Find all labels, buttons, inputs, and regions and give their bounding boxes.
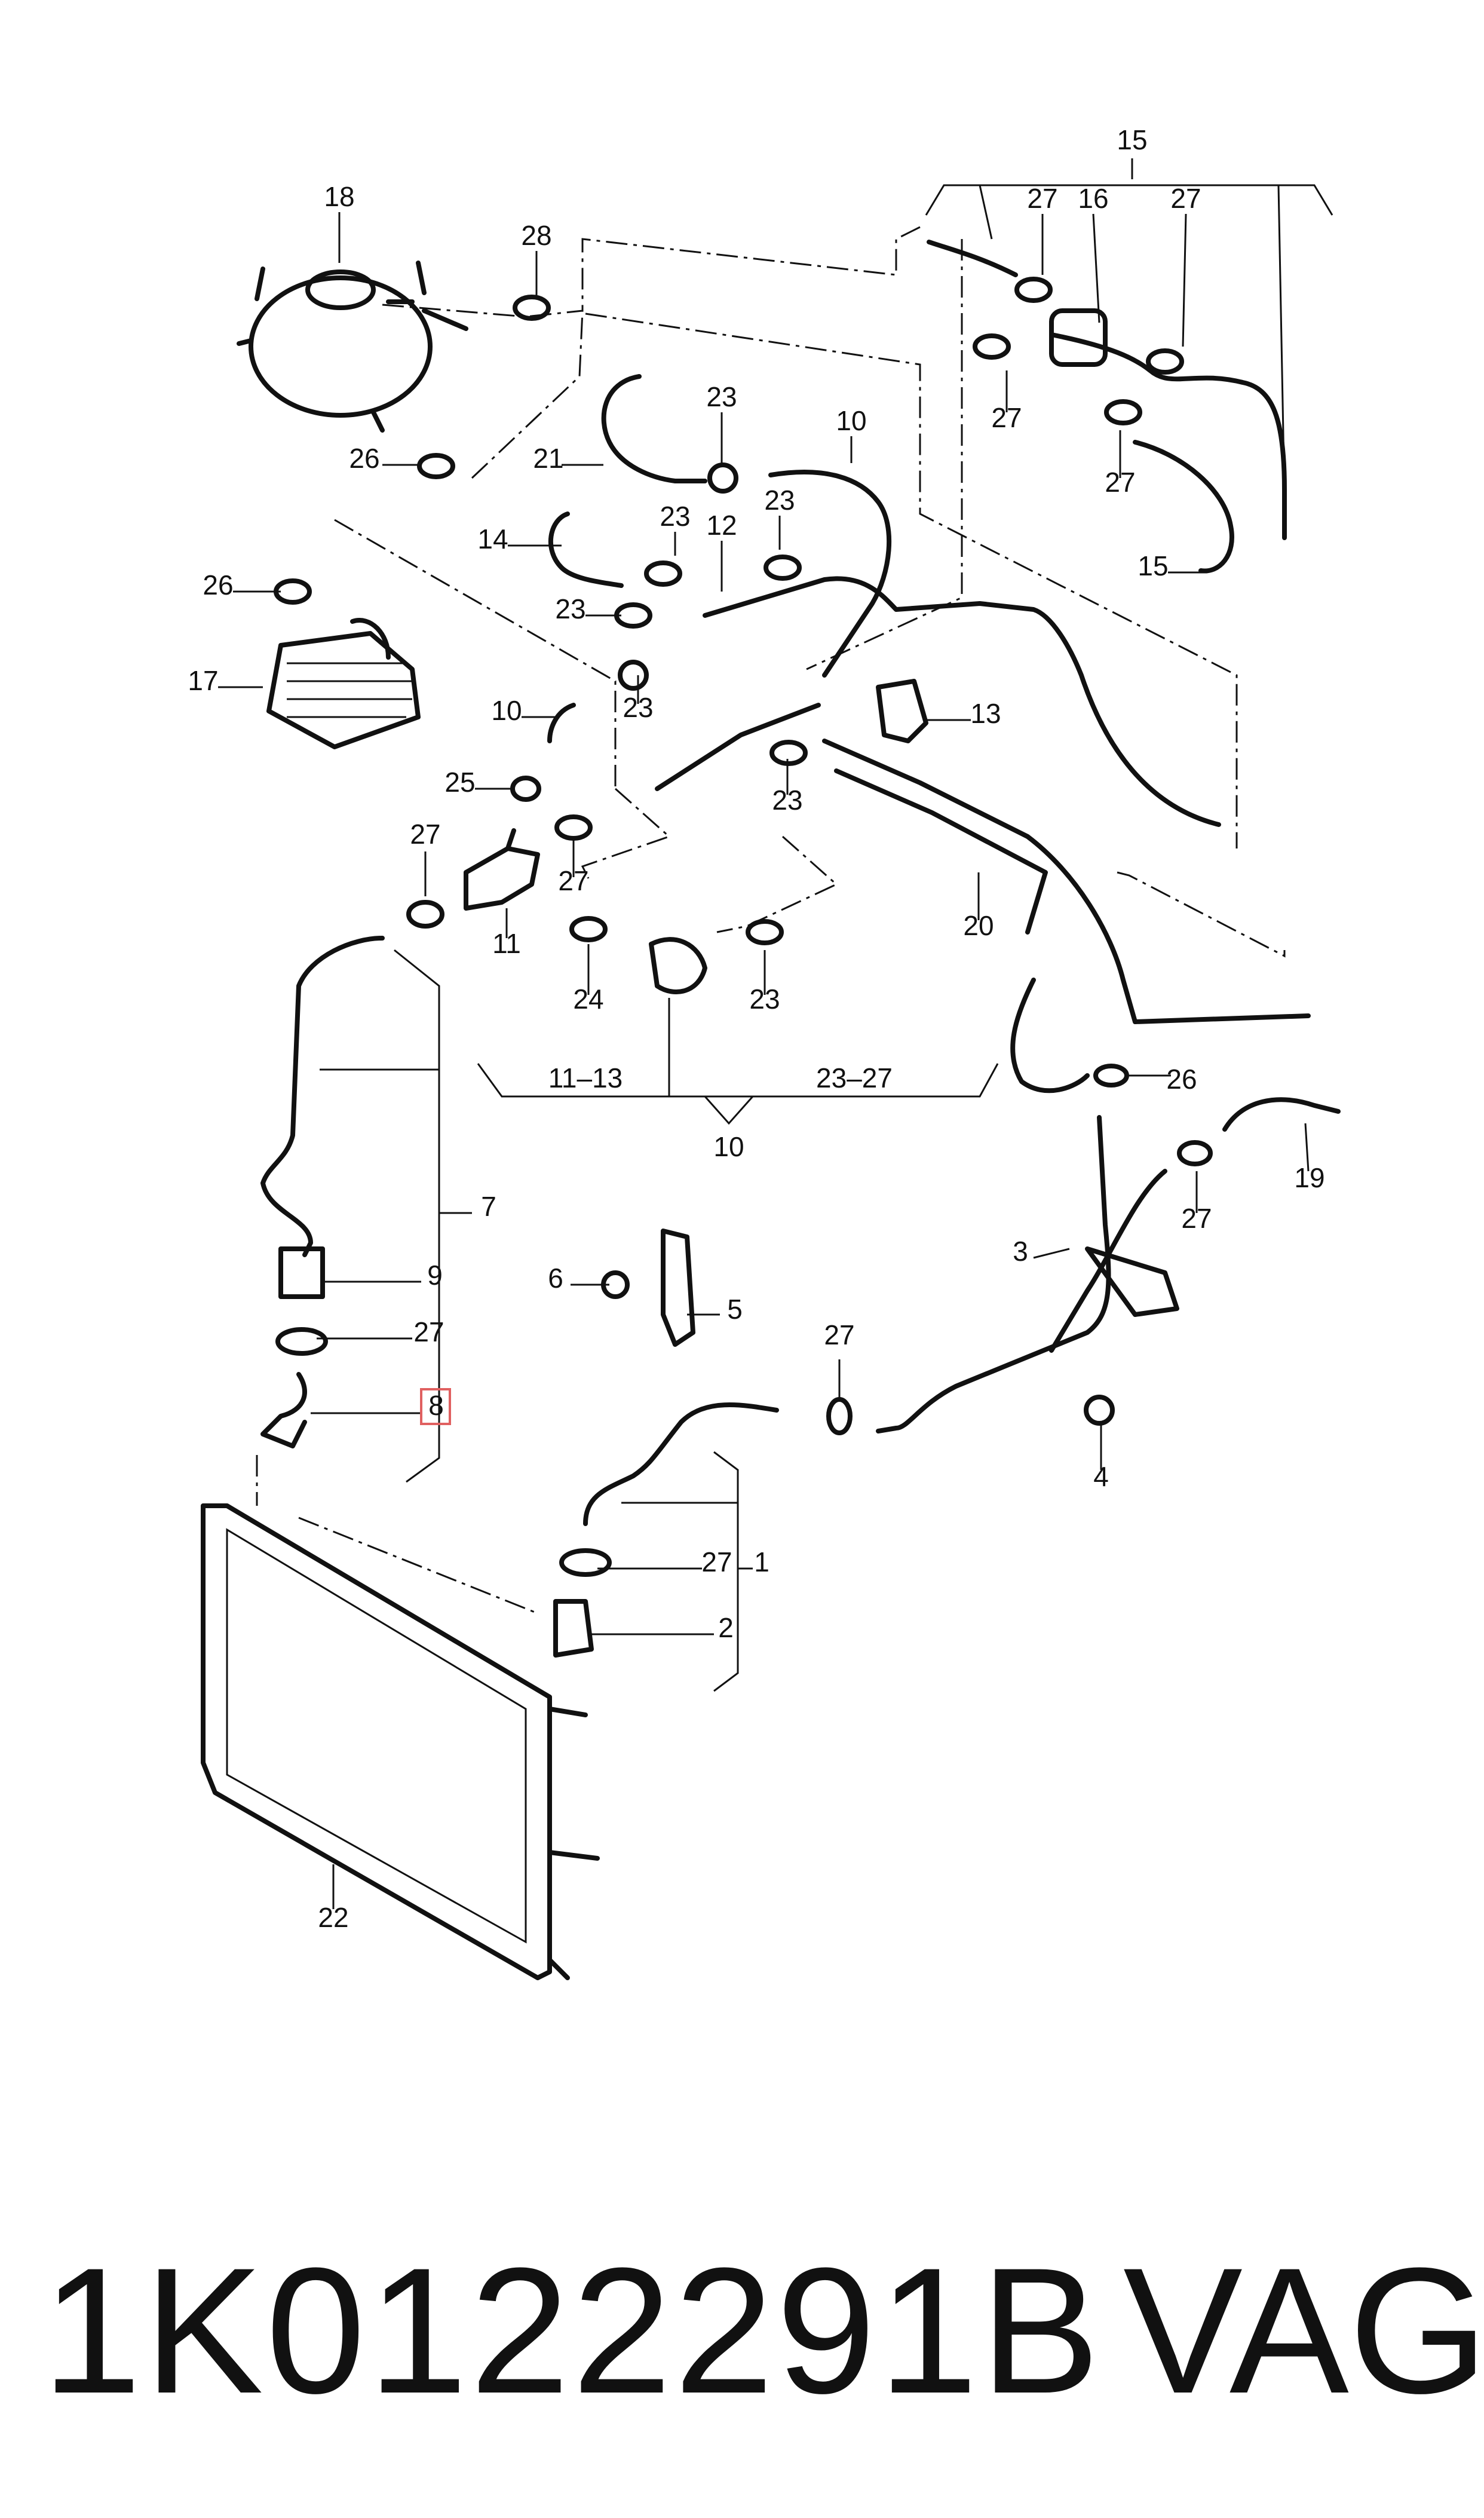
guide-cooler [334, 519, 617, 789]
part-number: 1K0122291B [42, 2230, 1102, 2431]
callout-c17: 17 [188, 665, 218, 696]
callout-c27-j: 27 [701, 1546, 732, 1577]
callout-c1: 1 [754, 1546, 769, 1577]
callout-c19: 19 [1294, 1162, 1324, 1193]
callout-c11: 11 [492, 928, 521, 959]
guide-valve [806, 239, 963, 670]
callout-c23-e: 23 [623, 692, 653, 723]
bracket-1 [713, 1451, 739, 1692]
brand-name: VAG [1123, 2230, 1484, 2431]
guide-lines [256, 226, 1286, 1615]
callout-c21: 21 [533, 443, 563, 474]
callout-c10-a: 10 [836, 405, 866, 436]
parts [201, 240, 1341, 1980]
leader-lines [218, 158, 1333, 1909]
coolant-pipe-3 [876, 1115, 1179, 1433]
callout-c27-h: 27 [413, 1316, 444, 1347]
bracket-10-apex [704, 1096, 754, 1125]
callout-c15-top: 15 [1117, 124, 1147, 155]
radiator-22 [201, 1503, 600, 1980]
callout-c20: 20 [963, 910, 994, 941]
leader-15a [979, 185, 993, 240]
small-hoses [548, 374, 707, 588]
callout-c8: 8 [428, 1390, 444, 1421]
guide-clamp-23 [716, 835, 838, 933]
leader-3 [1033, 1248, 1070, 1259]
callout-c7: 7 [481, 1191, 496, 1222]
callout-c14: 14 [477, 523, 508, 555]
callout-c23-g: 23 [749, 984, 780, 1015]
sensor-24 [649, 937, 707, 994]
lower-hose-7 [260, 936, 385, 1448]
callout-c23-b: 23 [660, 501, 690, 532]
callout-c27-c: 27 [991, 402, 1022, 433]
callout-c5: 5 [727, 1294, 743, 1325]
leader-19 [1304, 1123, 1310, 1172]
guide-radiator-top [298, 1517, 538, 1615]
bracket-10 [477, 1063, 999, 1098]
bracket-5 [661, 1229, 695, 1347]
callout-c3: 3 [1013, 1236, 1028, 1267]
clamps [274, 277, 1213, 1577]
leader-27b [1182, 213, 1187, 347]
oil-cooler [266, 618, 421, 749]
bracket-15 [925, 184, 1333, 216]
callout-c9: 9 [427, 1260, 443, 1291]
callout-c26-c: 26 [1166, 1064, 1197, 1095]
guide-tank-left [471, 310, 584, 479]
callout-c27-i: 27 [824, 1319, 854, 1350]
callout-c13: 13 [970, 698, 1001, 729]
guide-right-lower [1117, 871, 1286, 958]
callout-c23-d: 23 [555, 593, 585, 624]
callout-c12: 12 [706, 510, 737, 541]
callout-c2: 2 [718, 1612, 734, 1643]
footer: 1K0122291B VAG [0, 2223, 1484, 2474]
callout-c27-f: 27 [558, 865, 588, 896]
callout-c23-27: 23–27 [816, 1062, 893, 1093]
upper-hoses [927, 240, 1287, 574]
bolt-4 [1084, 1395, 1115, 1426]
callout-c15-mid: 15 [1137, 550, 1168, 581]
callout-c27-g: 27 [1181, 1203, 1212, 1234]
fitting-2 [553, 1599, 594, 1658]
metal-pipe-20 [822, 739, 1311, 1093]
bolt-6 [601, 1270, 630, 1299]
callout-c10-b: 10 [491, 695, 522, 726]
callout-c27-b: 27 [1170, 183, 1201, 214]
callout-c23-a: 23 [706, 381, 737, 412]
radiator-hose-1 [583, 1402, 779, 1526]
callout-c27-d: 27 [1105, 467, 1135, 498]
callout-c24: 24 [573, 984, 603, 1015]
junction-11 [464, 828, 540, 911]
callout-c26-a: 26 [349, 443, 379, 474]
main-hose-10 [547, 470, 1221, 827]
callout-c22: 22 [318, 1902, 348, 1933]
callout-c4: 4 [1093, 1461, 1109, 1492]
guide-junction [581, 788, 671, 879]
guide-tank-top [382, 226, 921, 318]
guide-right-long [585, 313, 1238, 848]
hose-19 [1222, 1097, 1341, 1132]
callout-c25: 25 [444, 767, 475, 798]
callout-c23-f: 23 [772, 785, 802, 816]
highlighted-part-box [420, 1388, 451, 1425]
callout-c27-e: 27 [410, 819, 440, 850]
bracket-13 [876, 679, 928, 743]
callout-c27-a: 27 [1027, 183, 1057, 214]
callout-c23-c: 23 [764, 485, 795, 516]
leader-16 [1092, 213, 1100, 323]
callout-c18: 18 [324, 181, 354, 212]
callout-c10-c: 10 [713, 1131, 744, 1162]
callout-c16: 16 [1078, 183, 1108, 214]
expansion-tank [237, 261, 468, 433]
bracket-7 [394, 949, 440, 1483]
callout-c26-b: 26 [203, 569, 233, 601]
callout-c6: 6 [548, 1263, 563, 1294]
callout-c11-13: 11–13 [548, 1062, 623, 1093]
callout-c28: 28 [521, 220, 551, 251]
